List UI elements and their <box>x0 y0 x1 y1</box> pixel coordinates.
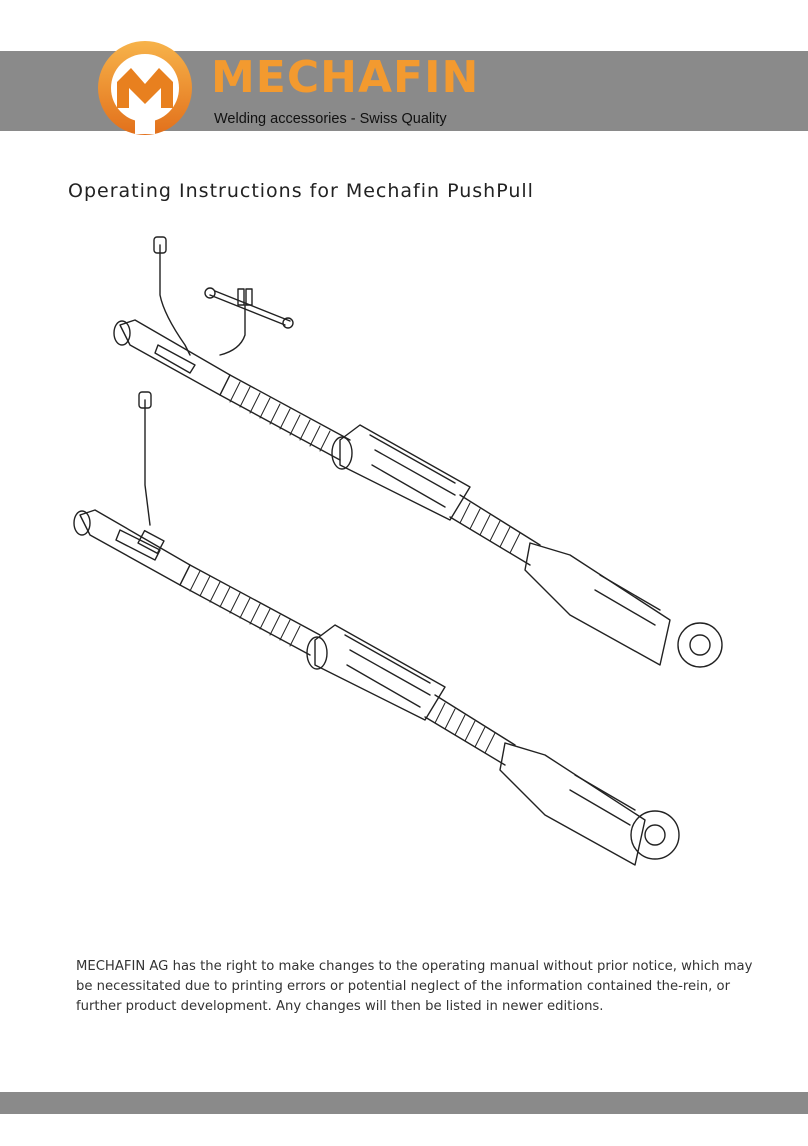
brand-tagline: Welding accessories - Swiss Quality <box>214 111 447 127</box>
document-title: Operating Instructions for Mechafin Push… <box>68 180 534 202</box>
lower-torch-assembly <box>73 391 680 866</box>
footer-band <box>0 1092 808 1114</box>
mechafin-logo <box>98 41 192 135</box>
pushpull-illustration <box>73 236 723 866</box>
upper-torch-assembly <box>113 236 723 668</box>
brand-name: MECHAFIN <box>211 52 480 103</box>
disclaimer-text: MECHAFIN AG has the right to make change… <box>76 959 753 1014</box>
